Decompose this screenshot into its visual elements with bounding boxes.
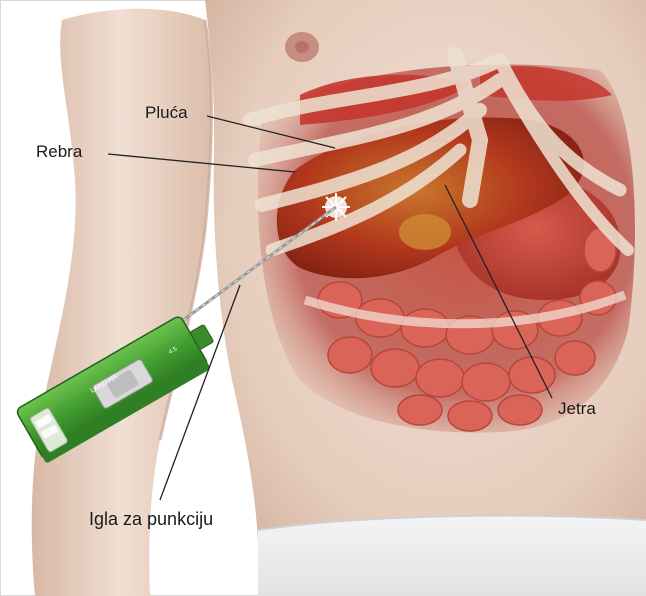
waistband: [258, 516, 646, 596]
label-needle: Igla za punkciju: [89, 510, 213, 528]
label-lungs: Pluća: [145, 104, 188, 121]
arm: [32, 9, 212, 596]
label-ribs: Rebra: [36, 143, 82, 160]
label-liver: Jetra: [558, 400, 596, 417]
